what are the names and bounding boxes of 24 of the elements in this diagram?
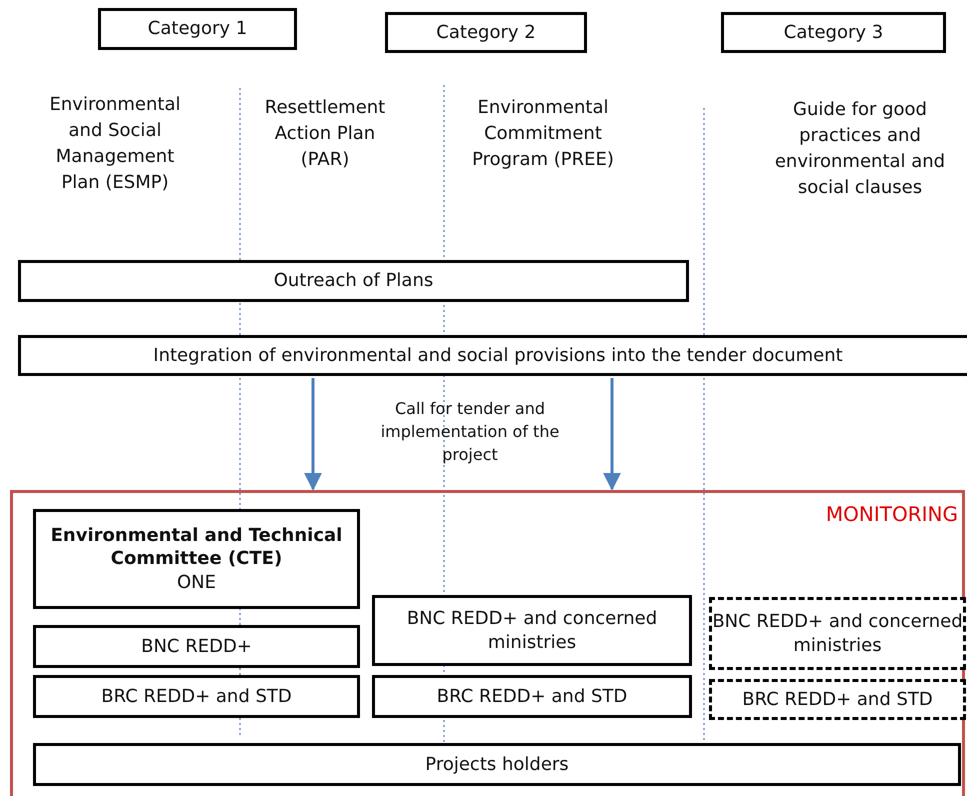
- category-box: Category 3: [721, 12, 946, 53]
- process-box: BRC REDD+ and STD: [709, 679, 966, 720]
- arrow-caption: Call for tender and implementation of the project: [380, 398, 560, 466]
- category-box: Category 1: [98, 8, 297, 50]
- process-box: Integration of environmental and social provisions into the tender document: [18, 335, 967, 376]
- process-box: Outreach of Plans: [18, 260, 689, 302]
- process-box: BNC REDD+ and concerned ministries: [709, 597, 966, 670]
- arrow: [603, 378, 621, 491]
- box-heading: Environmental and Technical Committee (CTE): [50, 524, 344, 571]
- committee-box: [33, 509, 360, 609]
- process-box: BNC REDD+ and concerned ministries: [372, 595, 692, 666]
- category-box: Category 2: [385, 12, 587, 53]
- plan-label: Environmental and Social Management Plan (ESMP): [48, 93, 182, 196]
- arrow: [304, 378, 322, 491]
- process-box: BRC REDD+ and STD: [33, 675, 360, 718]
- monitoring-frame: [10, 490, 965, 796]
- box-text: ONE: [176, 570, 216, 594]
- plan-label: Guide for good practices and environmental and social clauses: [774, 98, 946, 200]
- process-box: BNC REDD+: [33, 625, 360, 668]
- section-title: MONITORING: [826, 501, 958, 527]
- plan-label: Resettlement Action Plan (PAR): [264, 96, 386, 172]
- process-box: Projects holders: [33, 743, 961, 786]
- process-box: BRC REDD+ and STD: [372, 675, 692, 718]
- plan-label: Environmental Commitment Program (PREE): [471, 96, 615, 172]
